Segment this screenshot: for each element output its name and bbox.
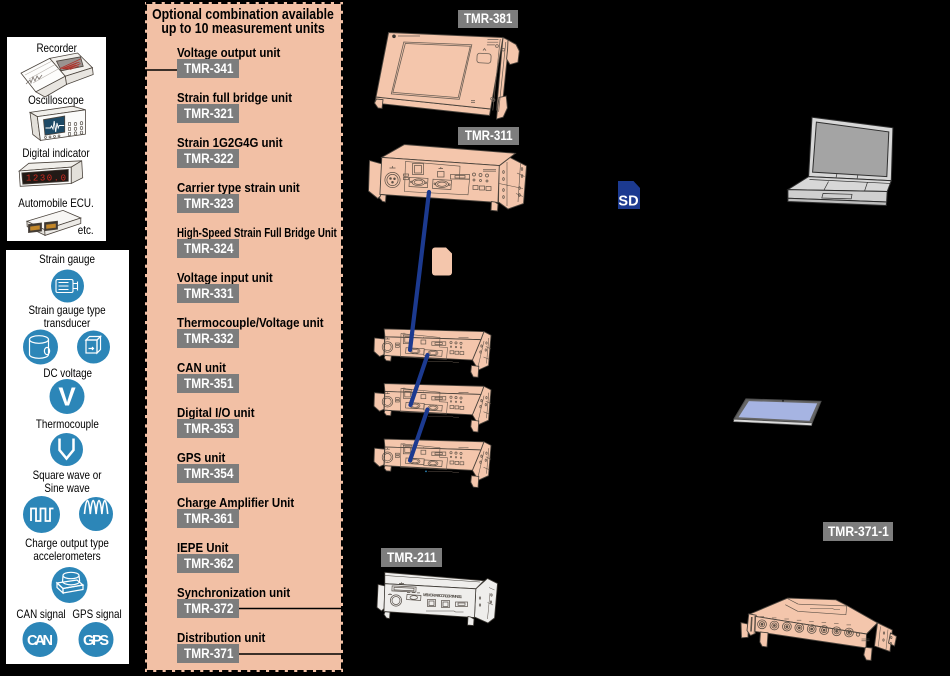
svg-text:MEMORY RECORDER TMR-211: MEMORY RECORDER TMR-211 xyxy=(423,592,463,599)
svg-text:V: V xyxy=(58,382,76,412)
svg-text:CAN: CAN xyxy=(27,633,53,649)
svg-text:SD: SD xyxy=(618,194,638,210)
svg-text:GPS: GPS xyxy=(83,633,109,649)
svg-text:1230.0: 1230.0 xyxy=(26,174,66,184)
